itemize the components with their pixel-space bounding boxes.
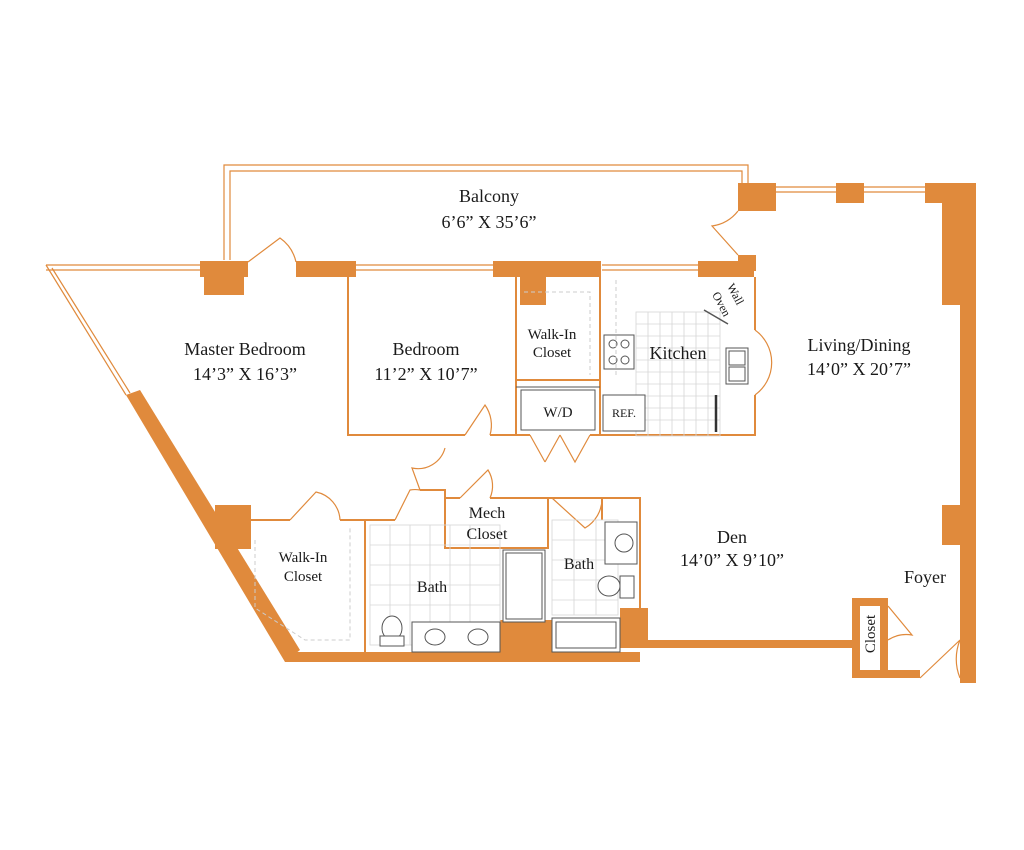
balcony-outline bbox=[223, 164, 749, 260]
doors bbox=[247, 210, 961, 679]
refrigerator-icon bbox=[602, 394, 646, 432]
kitchen-tile-grid bbox=[635, 311, 721, 437]
bedroom-dims: 11’2” X 10’7” bbox=[374, 364, 477, 384]
closet-label: Closet bbox=[863, 614, 879, 653]
refrigerator-label: REF. bbox=[612, 406, 636, 420]
walk-in-closet-2-label: Walk-In bbox=[279, 550, 328, 566]
washer-dryer-label: W/D bbox=[543, 405, 572, 421]
master-bedroom-dims: 14’3” X 16’3” bbox=[193, 364, 297, 384]
den-dims: 14’0” X 9’10” bbox=[680, 550, 784, 570]
balcony-label: Balcony bbox=[459, 186, 519, 206]
bedroom-label: Bedroom bbox=[393, 339, 460, 359]
living-dining-label: Living/Dining bbox=[808, 335, 911, 355]
bath-1-label: Bath bbox=[417, 579, 447, 596]
sink-icon bbox=[424, 628, 446, 646]
mech-closet-label: Mech bbox=[469, 505, 505, 522]
sink-icon bbox=[467, 628, 489, 646]
balcony-dims: 6’6” X 35’6” bbox=[442, 212, 537, 232]
walk-in-closet-label-line2: Closet bbox=[533, 345, 572, 361]
foyer-label: Foyer bbox=[904, 567, 946, 587]
fixtures bbox=[254, 280, 749, 653]
walk-in-closet-label: Walk-In bbox=[528, 327, 577, 343]
mech-closet-label-line2: Closet bbox=[467, 526, 508, 543]
bath-2-label: Bath bbox=[564, 556, 594, 573]
living-dining-dims: 14’0” X 20’7” bbox=[807, 359, 911, 379]
master-bedroom-label: Master Bedroom bbox=[184, 339, 305, 359]
walk-in-closet-2-label-line2: Closet bbox=[284, 569, 323, 585]
wall-oven-arrow-icon bbox=[703, 309, 729, 325]
windows bbox=[45, 186, 925, 396]
den-label: Den bbox=[717, 527, 747, 547]
washer-dryer-icon bbox=[520, 389, 596, 431]
kitchen-label: Kitchen bbox=[650, 343, 707, 363]
sink-icon bbox=[614, 533, 634, 553]
room-labels: Balcony 6’6” X 35’6” Master Bedroom 14’3… bbox=[184, 186, 946, 653]
walls bbox=[126, 183, 976, 683]
stove-icon bbox=[603, 334, 635, 370]
toilet-icon bbox=[597, 575, 621, 597]
interior-walls bbox=[235, 277, 756, 652]
